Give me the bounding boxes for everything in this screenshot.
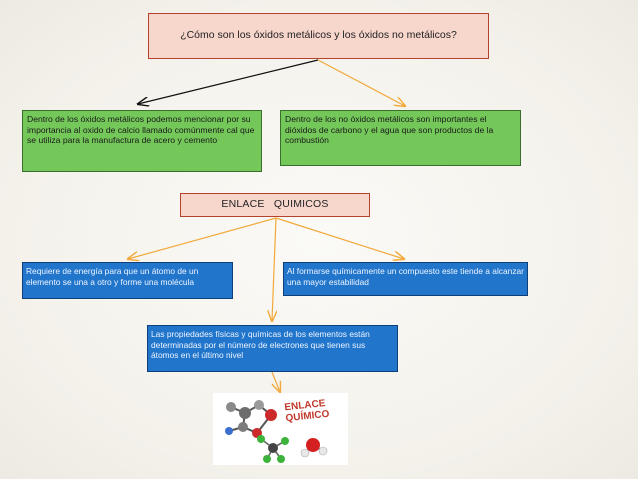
title-question-box: ¿Cómo son los óxidos metálicos y los óxi… <box>148 13 489 59</box>
electron-properties-text: Las propiedades físicas y químicas de lo… <box>151 329 370 360</box>
connector-enlace-to-energy <box>128 217 277 259</box>
connector-enlace-to-stable <box>275 217 404 259</box>
title-question-text: ¿Cómo son los óxidos metálicos y los óxi… <box>180 29 457 42</box>
connector-enlace-to-props <box>272 217 276 321</box>
connector-title-to-nonmetal <box>317 59 405 106</box>
connector-props-to-image <box>271 371 280 392</box>
metal-oxides-text: Dentro de los óxidos metálicos podemos m… <box>27 114 255 146</box>
chemical-bond-illustration: ENLACE QUÍMICO <box>213 393 348 465</box>
energy-requirement-box: Requiere de energía para que un átomo de… <box>22 262 233 299</box>
stability-text: Al formarse químicamente un compuesto es… <box>287 266 524 287</box>
connector-title-to-metal <box>138 59 319 104</box>
nonmetal-oxides-box: Dentro de los no óxidos metálicos son im… <box>280 110 521 166</box>
stability-box: Al formarse químicamente un compuesto es… <box>283 262 528 296</box>
molecule-icon <box>225 400 328 463</box>
chemical-bonds-text: ENLACE QUIMICOS <box>221 198 329 211</box>
chemical-bonds-box: ENLACE QUIMICOS <box>180 193 370 217</box>
energy-requirement-text: Requiere de energía para que un átomo de… <box>26 266 199 287</box>
nonmetal-oxides-text: Dentro de los no óxidos metálicos son im… <box>285 114 494 146</box>
electron-properties-box: Las propiedades físicas y químicas de lo… <box>147 325 398 372</box>
metal-oxides-box: Dentro de los óxidos metálicos podemos m… <box>22 110 262 172</box>
